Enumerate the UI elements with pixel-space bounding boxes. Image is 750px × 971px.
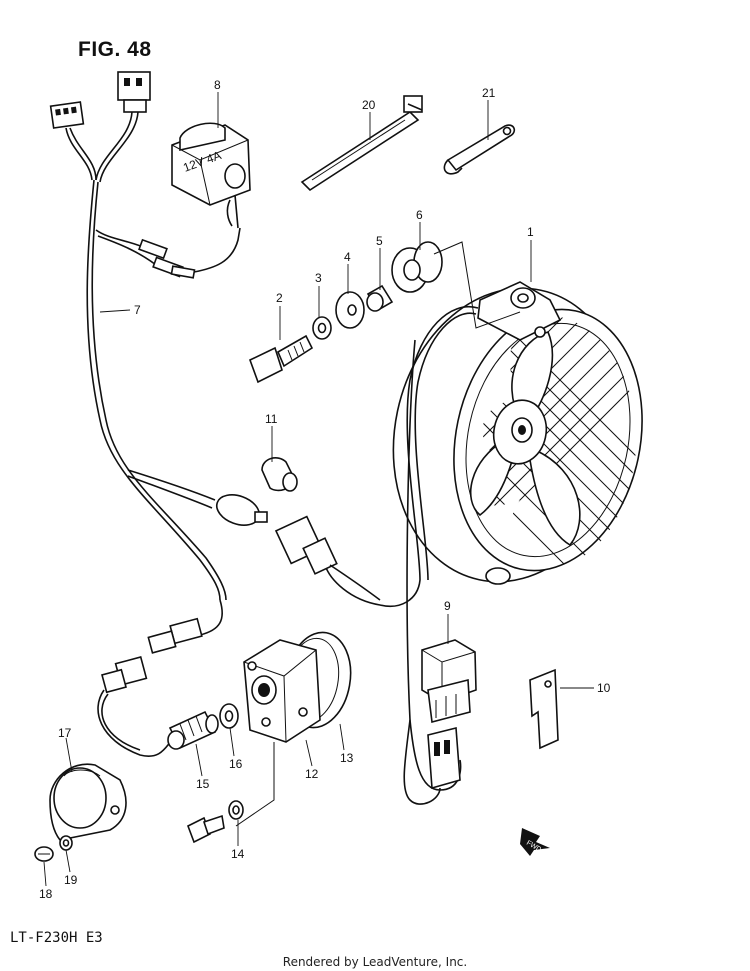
part-12-housing[interactable] (243, 639, 321, 743)
fwd-arrow: FWD (520, 828, 550, 856)
part-21-clamp[interactable] (443, 124, 516, 175)
part-16-washer[interactable] (219, 703, 239, 729)
callout-4: 4 (344, 250, 351, 264)
callout-17: 17 (58, 726, 72, 740)
callout-12: 12 (305, 767, 319, 781)
fan-connector[interactable] (274, 515, 381, 601)
callout-9: 9 (444, 599, 451, 613)
part-8-relay[interactable]: 12V 4A (171, 122, 251, 229)
model-label: LT-F230H E3 (10, 930, 103, 946)
part-15-thermo-switch[interactable] (167, 710, 219, 750)
callout-7: 7 (134, 303, 141, 317)
callout-20: 20 (362, 98, 376, 112)
callout-3: 3 (315, 271, 322, 285)
part-4-washer[interactable] (335, 291, 365, 329)
part-6-grommet[interactable] (391, 241, 443, 293)
callout-13: 13 (340, 751, 354, 765)
part-3-washer[interactable] (312, 316, 332, 340)
figure-title: FIG. 48 (78, 38, 152, 61)
callout-labels: 1 2 3 4 5 6 7 8 9 10 11 12 13 14 15 16 1… (39, 78, 611, 901)
callout-5: 5 (376, 234, 383, 248)
callout-21: 21 (482, 86, 496, 100)
callout-6: 6 (416, 208, 423, 222)
relay-socket[interactable] (403, 719, 461, 805)
callout-2: 2 (276, 291, 283, 305)
callout-16: 16 (229, 757, 243, 771)
callout-18: 18 (39, 887, 53, 901)
part-2-bolt[interactable] (249, 334, 314, 384)
wiring-harness[interactable] (49, 71, 268, 757)
part-20-cable-tie[interactable] (300, 95, 423, 192)
part-11-cap[interactable] (261, 457, 298, 492)
callout-10: 10 (597, 681, 611, 695)
callout-11: 11 (265, 412, 278, 426)
callout-1: 1 (527, 225, 534, 239)
callout-14: 14 (231, 847, 245, 861)
render-credit: Rendered by LeadVenture, Inc. (282, 955, 468, 969)
part-14-bolt[interactable] (186, 800, 244, 844)
callout-19: 19 (64, 873, 78, 887)
leader-lines (43, 92, 594, 887)
part-19-washer[interactable] (59, 835, 73, 851)
part-5-collar[interactable] (366, 284, 394, 312)
part-17-cover[interactable] (49, 763, 127, 841)
part-18-screw[interactable] (34, 846, 54, 862)
part-10-bracket[interactable] (529, 668, 559, 750)
callout-15: 15 (196, 777, 210, 791)
callout-8: 8 (214, 78, 221, 92)
part-9-relay[interactable] (421, 639, 477, 724)
part-1-cooling-fan[interactable] (324, 260, 680, 791)
